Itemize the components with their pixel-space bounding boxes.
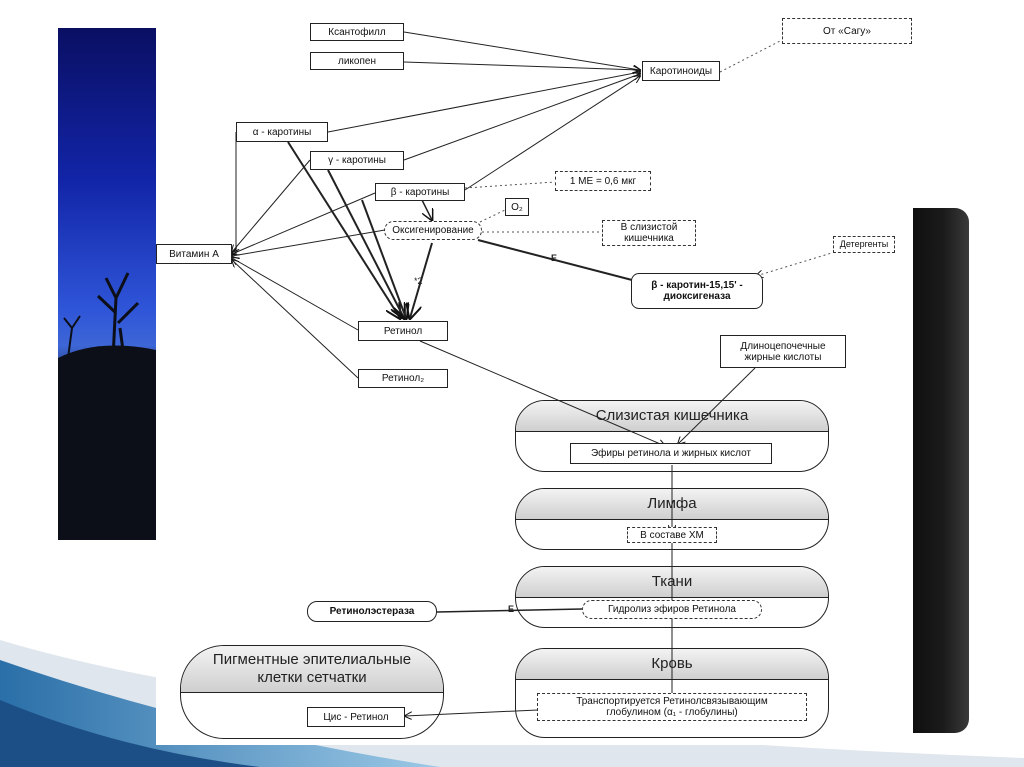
note-me-value: 1 МЕ = 0,6 мкг (555, 171, 651, 191)
enzyme-label-e2: E (508, 604, 515, 614)
node-retinol-esterase: Ретинолэстераза (307, 601, 437, 622)
lane-title: Пигментные эпителиальные клетки сетчатки (181, 646, 443, 693)
node-beta-carotene: β - каротины (375, 183, 465, 201)
node-vitamin-a: Витамин А (156, 244, 232, 264)
lane-title: Слизистая кишечника (516, 401, 828, 432)
node-in-chylomicrons: В составе ХМ (627, 527, 717, 543)
node-oxygenation: Оксигенирование (384, 221, 482, 240)
node-hydrolysis: Гидролиз эфиров Ретинола (582, 600, 762, 619)
lane-intestinal-mucosa: Слизистая кишечника (515, 400, 829, 472)
node-alpha-carotene: α - каротины (236, 122, 328, 142)
note-from-sarru: От «Сагу» (782, 18, 912, 44)
background-photo-right (905, 208, 969, 733)
node-carotenoids: Каротиноиды (642, 61, 720, 81)
node-transport: Транспортируется Ретинолсвязывающим глоб… (537, 693, 807, 721)
node-cis-retinol: Цис - Ретинол (307, 707, 405, 727)
node-dioxygenase: β - каротин-15,15' - диоксигеназа (631, 273, 763, 309)
node-o2: O₂ (505, 198, 529, 216)
node-gamma-carotene: γ - каротины (310, 151, 404, 170)
node-retinol: Ретинол (358, 321, 448, 341)
node-retinol-esters: Эфиры ретинола и жирных кислот (570, 443, 772, 464)
note-intestinal-mucosa: В слизистой кишечника (602, 220, 696, 246)
tree-silhouette (58, 272, 156, 540)
node-xanthophyll: Ксантофилл (310, 23, 404, 41)
background-photo-left (58, 28, 156, 540)
node-lycopene: ликопен (310, 52, 404, 70)
label-x2: *2 (414, 276, 423, 286)
enzyme-label-e1: E (551, 253, 558, 263)
note-detergents: Детергенты (833, 236, 895, 253)
node-long-chain-fatty-acids: Длиноцепочечные жирные кислоты (720, 335, 846, 368)
node-retinol2: Ретинол₂ (358, 369, 448, 388)
